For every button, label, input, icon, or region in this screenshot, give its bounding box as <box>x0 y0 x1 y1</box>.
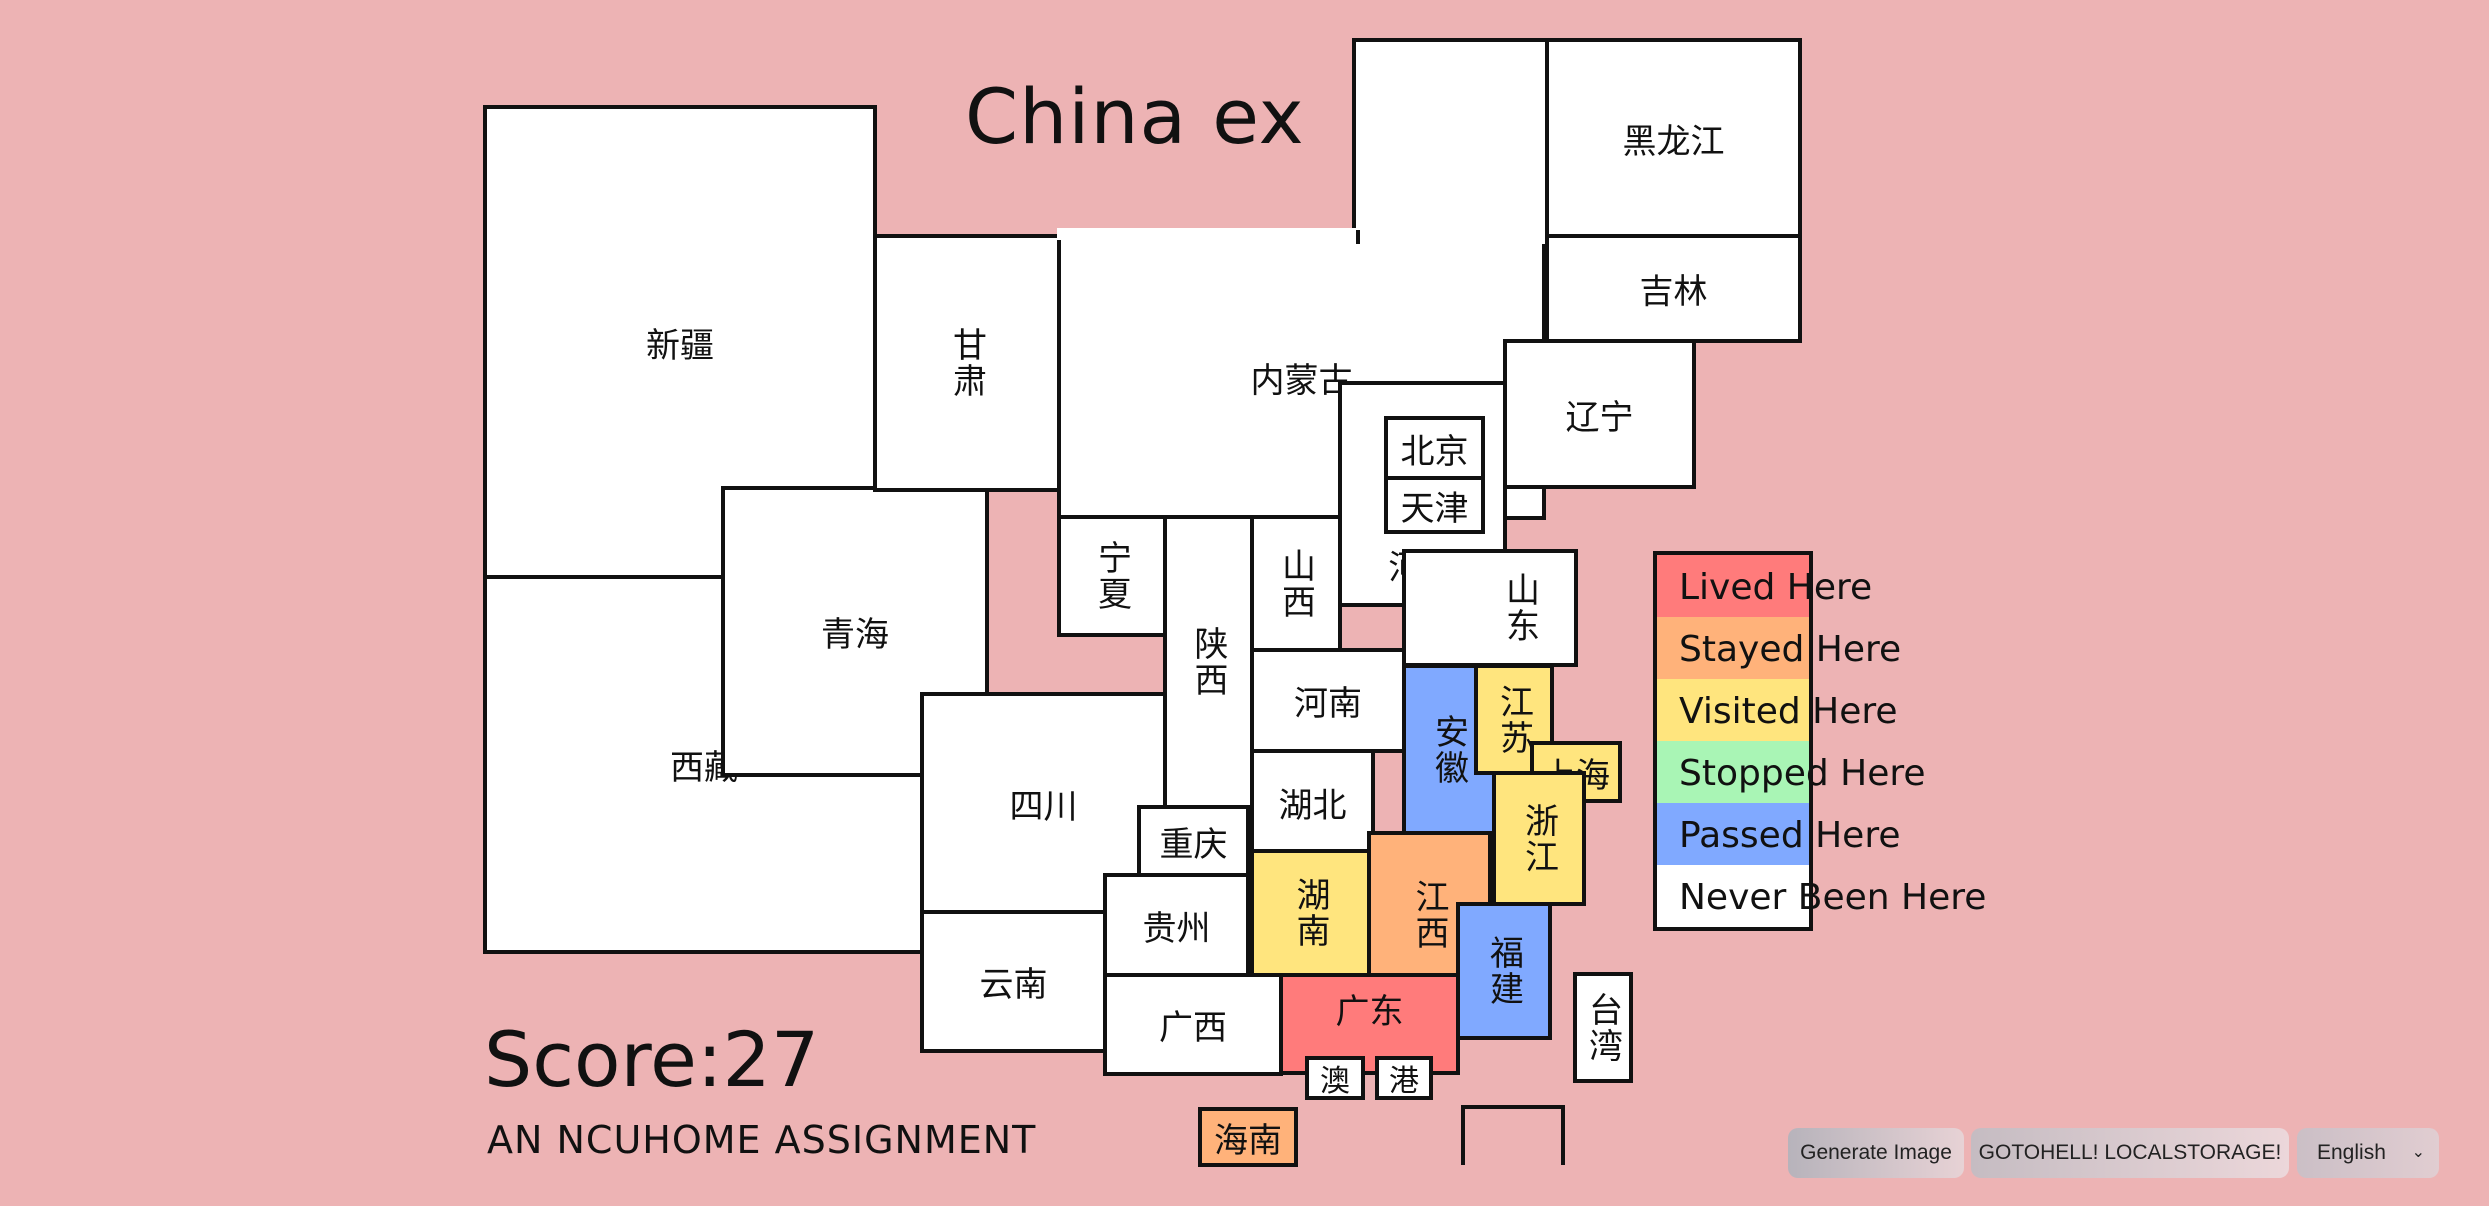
province-shanxi[interactable]: 山西 <box>1250 515 1342 652</box>
province-shaanxi[interactable]: 陕西 <box>1163 515 1254 809</box>
legend-item-stayed[interactable]: Stayed Here <box>1657 617 1901 679</box>
province-tianjin[interactable]: 天津 <box>1384 476 1485 534</box>
province-fujian[interactable]: 福建 <box>1456 902 1552 1040</box>
language-select-value: English <box>2317 1141 2386 1164</box>
province-gansu[interactable]: 甘肃 <box>873 234 1061 492</box>
province-liaoning[interactable]: 辽宁 <box>1503 339 1696 489</box>
province-zhejiang[interactable]: 浙江 <box>1492 771 1586 906</box>
clear-localstorage-button[interactable]: GOTOHELL! LOCALSTORAGE! <box>1971 1128 2289 1178</box>
language-select[interactable]: English ⌄ <box>2297 1128 2439 1178</box>
province-hubei[interactable]: 湖北 <box>1250 749 1375 855</box>
legend-item-stopped[interactable]: Stopped Here <box>1657 741 1926 803</box>
province-guangxi[interactable]: 广西 <box>1103 973 1283 1076</box>
province-neimenggu-north[interactable] <box>1352 38 1549 238</box>
province-taiwan[interactable]: 台湾 <box>1573 972 1633 1083</box>
province-chongqing[interactable]: 重庆 <box>1137 805 1250 877</box>
legend-item-lived[interactable]: Lived Here <box>1657 555 1872 617</box>
province-jilin[interactable]: 吉林 <box>1545 234 1802 343</box>
province-hainan[interactable]: 海南 <box>1198 1107 1298 1167</box>
score-display: Score:27 <box>484 1015 819 1104</box>
legend-item-visited[interactable]: Visited Here <box>1657 679 1898 741</box>
chevron-down-icon: ⌄ <box>2411 1144 2425 1161</box>
generate-image-button[interactable]: Generate Image <box>1788 1128 1964 1178</box>
province-yunnan[interactable]: 云南 <box>920 910 1107 1053</box>
assignment-subtitle: AN NCUHOME ASSIGNMENT <box>487 1118 1037 1162</box>
province-macau[interactable]: 澳 <box>1305 1056 1365 1100</box>
province-henan[interactable]: 河南 <box>1250 648 1406 753</box>
province-hongkong[interactable]: 港 <box>1375 1056 1433 1100</box>
map-frame-corner <box>1461 1105 1565 1165</box>
province-guizhou[interactable]: 贵州 <box>1103 873 1250 977</box>
page-title: China ex <box>965 72 1305 161</box>
score-label: Score: <box>484 1015 723 1104</box>
province-ningxia[interactable]: 宁夏 <box>1057 515 1167 637</box>
province-beijing[interactable]: 北京 <box>1384 416 1485 480</box>
province-neimenggu-joint-2 <box>1356 230 1545 244</box>
status-legend: Lived Here Stayed Here Visited Here Stop… <box>1653 551 1986 931</box>
legend-item-passed[interactable]: Passed Here <box>1657 803 1900 865</box>
province-heilongjiang[interactable]: 黑龙江 <box>1545 38 1802 238</box>
legend-item-never[interactable]: Never Been Here <box>1657 865 1986 927</box>
province-hunan[interactable]: 湖南 <box>1250 849 1371 977</box>
province-shandong[interactable]: 山东 <box>1402 549 1578 667</box>
score-value: 27 <box>722 1015 820 1104</box>
